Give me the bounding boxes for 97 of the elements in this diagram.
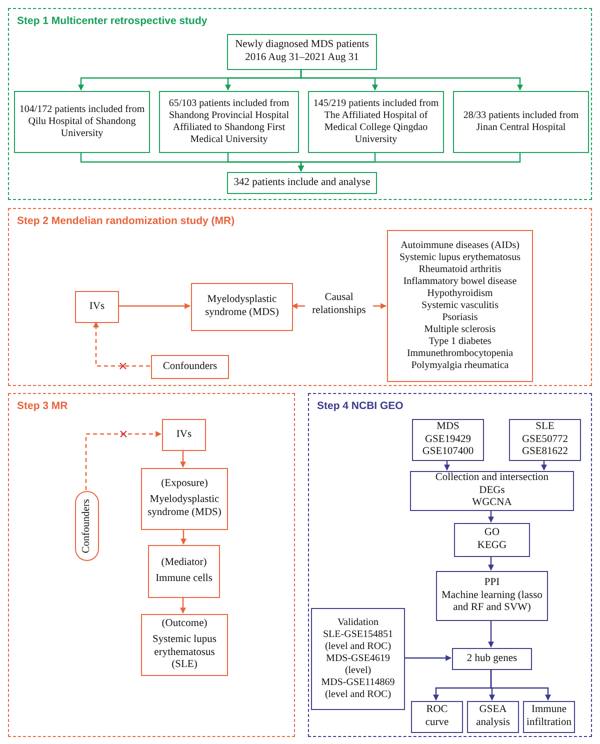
arrow <box>444 460 450 471</box>
box-text: Systemic lupus erythematosus <box>399 252 521 264</box>
box-text: Multiple sclerosis <box>424 324 496 336</box>
arrow <box>300 69 523 91</box>
box-text: Systemic vasculitis <box>422 300 498 312</box>
box-heading: Validation <box>337 617 379 629</box>
process-box <box>411 701 463 733</box>
panel-title: Step 3 MR <box>17 400 68 413</box>
box-text: ROC curve <box>424 704 450 730</box>
arrow <box>490 669 551 701</box>
box-text: 28/33 patients included from Jinan Central Hospital <box>462 110 580 134</box>
arrow <box>93 321 150 367</box>
edge-label: Causal relationships <box>305 292 373 318</box>
box-text: Inflammatory bowel disease <box>403 276 517 288</box>
process-box <box>227 172 377 194</box>
arrow <box>488 556 494 571</box>
arrow <box>118 303 191 309</box>
box-text: Myelodysplastic syndrome (MDS) <box>146 494 222 520</box>
box-heading: MDS <box>436 420 460 434</box>
arrow <box>488 510 494 523</box>
process-box <box>141 468 228 530</box>
box-text: Immune infiltration <box>526 704 572 730</box>
box-text: MDS-GSE114869 (level and ROC) <box>320 677 396 701</box>
box-heading: Collection and intersection <box>435 472 549 485</box>
box-heading: GO <box>484 527 500 540</box>
box-text: Rheumatoid arthritis <box>418 264 502 276</box>
box-text: WGCNA <box>472 497 512 510</box>
arrow <box>180 529 186 545</box>
process-box <box>141 614 228 676</box>
box-text: Psoriasis <box>442 312 478 324</box>
panel-title: Step 4 NCBI GEO <box>317 400 404 413</box>
box-heading: Autoimmune diseases (AIDs) <box>400 240 520 252</box>
process-box <box>509 419 581 461</box>
box-text: 104/172 patients included from Qilu Hospital of Shandong University <box>18 104 146 140</box>
box-text: Polymyalgia rheumatica <box>411 360 509 372</box>
dashed-panel <box>8 393 295 737</box>
box-text: IVs <box>176 428 192 442</box>
arrow <box>180 597 186 614</box>
box-heading: PPI <box>484 576 500 590</box>
box-text: DEGs <box>479 484 505 498</box>
dashed-panel <box>8 8 592 200</box>
arrow <box>488 620 494 648</box>
box-heading: (Outcome) <box>162 618 208 631</box>
box-text: GSE81622 <box>522 446 568 460</box>
box-text: MDS-GSE4619 (level) <box>325 653 391 677</box>
dashed-panel <box>8 208 592 386</box>
box-text: Machine learning (lasso and RF and SVW) <box>440 590 544 616</box>
process-box <box>453 91 589 153</box>
box-text: 65/103 patients included from Shandong Provincial Hospital Affiliated to Shandong First Medical University <box>168 98 290 146</box>
box-text: Type 1 diabetes <box>428 336 492 348</box>
box-text: GSE50772 <box>522 434 568 446</box>
process-box <box>75 291 119 323</box>
box-text: GSE19429 <box>424 434 472 446</box>
process-box <box>227 34 377 70</box>
box-heading: (Mediator) <box>161 557 207 570</box>
box-heading: (Exposure) <box>161 478 208 492</box>
box-text: Systemic lupus erythematosus (SLE) <box>152 634 218 672</box>
dashed-panel <box>308 393 592 737</box>
arrow <box>180 450 186 468</box>
process-box <box>412 419 484 461</box>
process-box <box>148 545 220 598</box>
process-box <box>162 419 206 451</box>
process-box <box>151 355 229 379</box>
box-text: 342 patients include and analyse <box>234 176 370 190</box>
process-box <box>191 283 293 331</box>
box-heading: SLE <box>536 420 554 434</box>
box-text: IVs <box>89 300 105 314</box>
process-box <box>308 91 444 153</box>
box-text: GSE107400 <box>422 446 474 460</box>
process-box <box>467 701 519 733</box>
box-text: 2 hub genes <box>466 652 518 666</box>
box-text: Hypothyroidism <box>427 288 493 300</box>
box-text: Confounders <box>80 498 93 554</box>
rounded-box <box>75 491 99 561</box>
panel-title: Step 2 Mendelian randomization study (MR) <box>17 215 235 228</box>
box-text: GSEA analysis <box>475 704 511 730</box>
process-box <box>14 91 150 153</box>
panel-title: Step 1 Multicenter retrospective study <box>17 15 208 28</box>
process-box <box>454 523 530 557</box>
box-text: SLE-GSE154851 (level and ROC) <box>322 629 394 653</box>
arrow <box>541 460 547 471</box>
arrow <box>298 152 521 172</box>
process-box <box>410 471 574 511</box>
process-box <box>159 91 299 153</box>
box-text: 145/219 patients included from The Affiliated Hospital of Medical College Qingdao University <box>312 98 440 146</box>
box-text: Immunethrombocytopenia <box>406 348 514 360</box>
box-text: Newly diagnosed MDS patients 2016 Aug 31–2021 Aug 31 <box>234 39 370 65</box>
process-box <box>452 648 532 670</box>
arrow <box>404 655 452 661</box>
arrow <box>85 431 162 490</box>
process-box <box>311 608 405 710</box>
box-text: Confounders <box>162 360 218 374</box>
box-text: KEGG <box>477 540 507 553</box>
process-box <box>387 230 533 382</box>
box-text: Immune cells <box>156 573 212 586</box>
box-text: Myelodysplastic syndrome (MDS) <box>204 294 280 320</box>
process-box <box>436 571 548 621</box>
